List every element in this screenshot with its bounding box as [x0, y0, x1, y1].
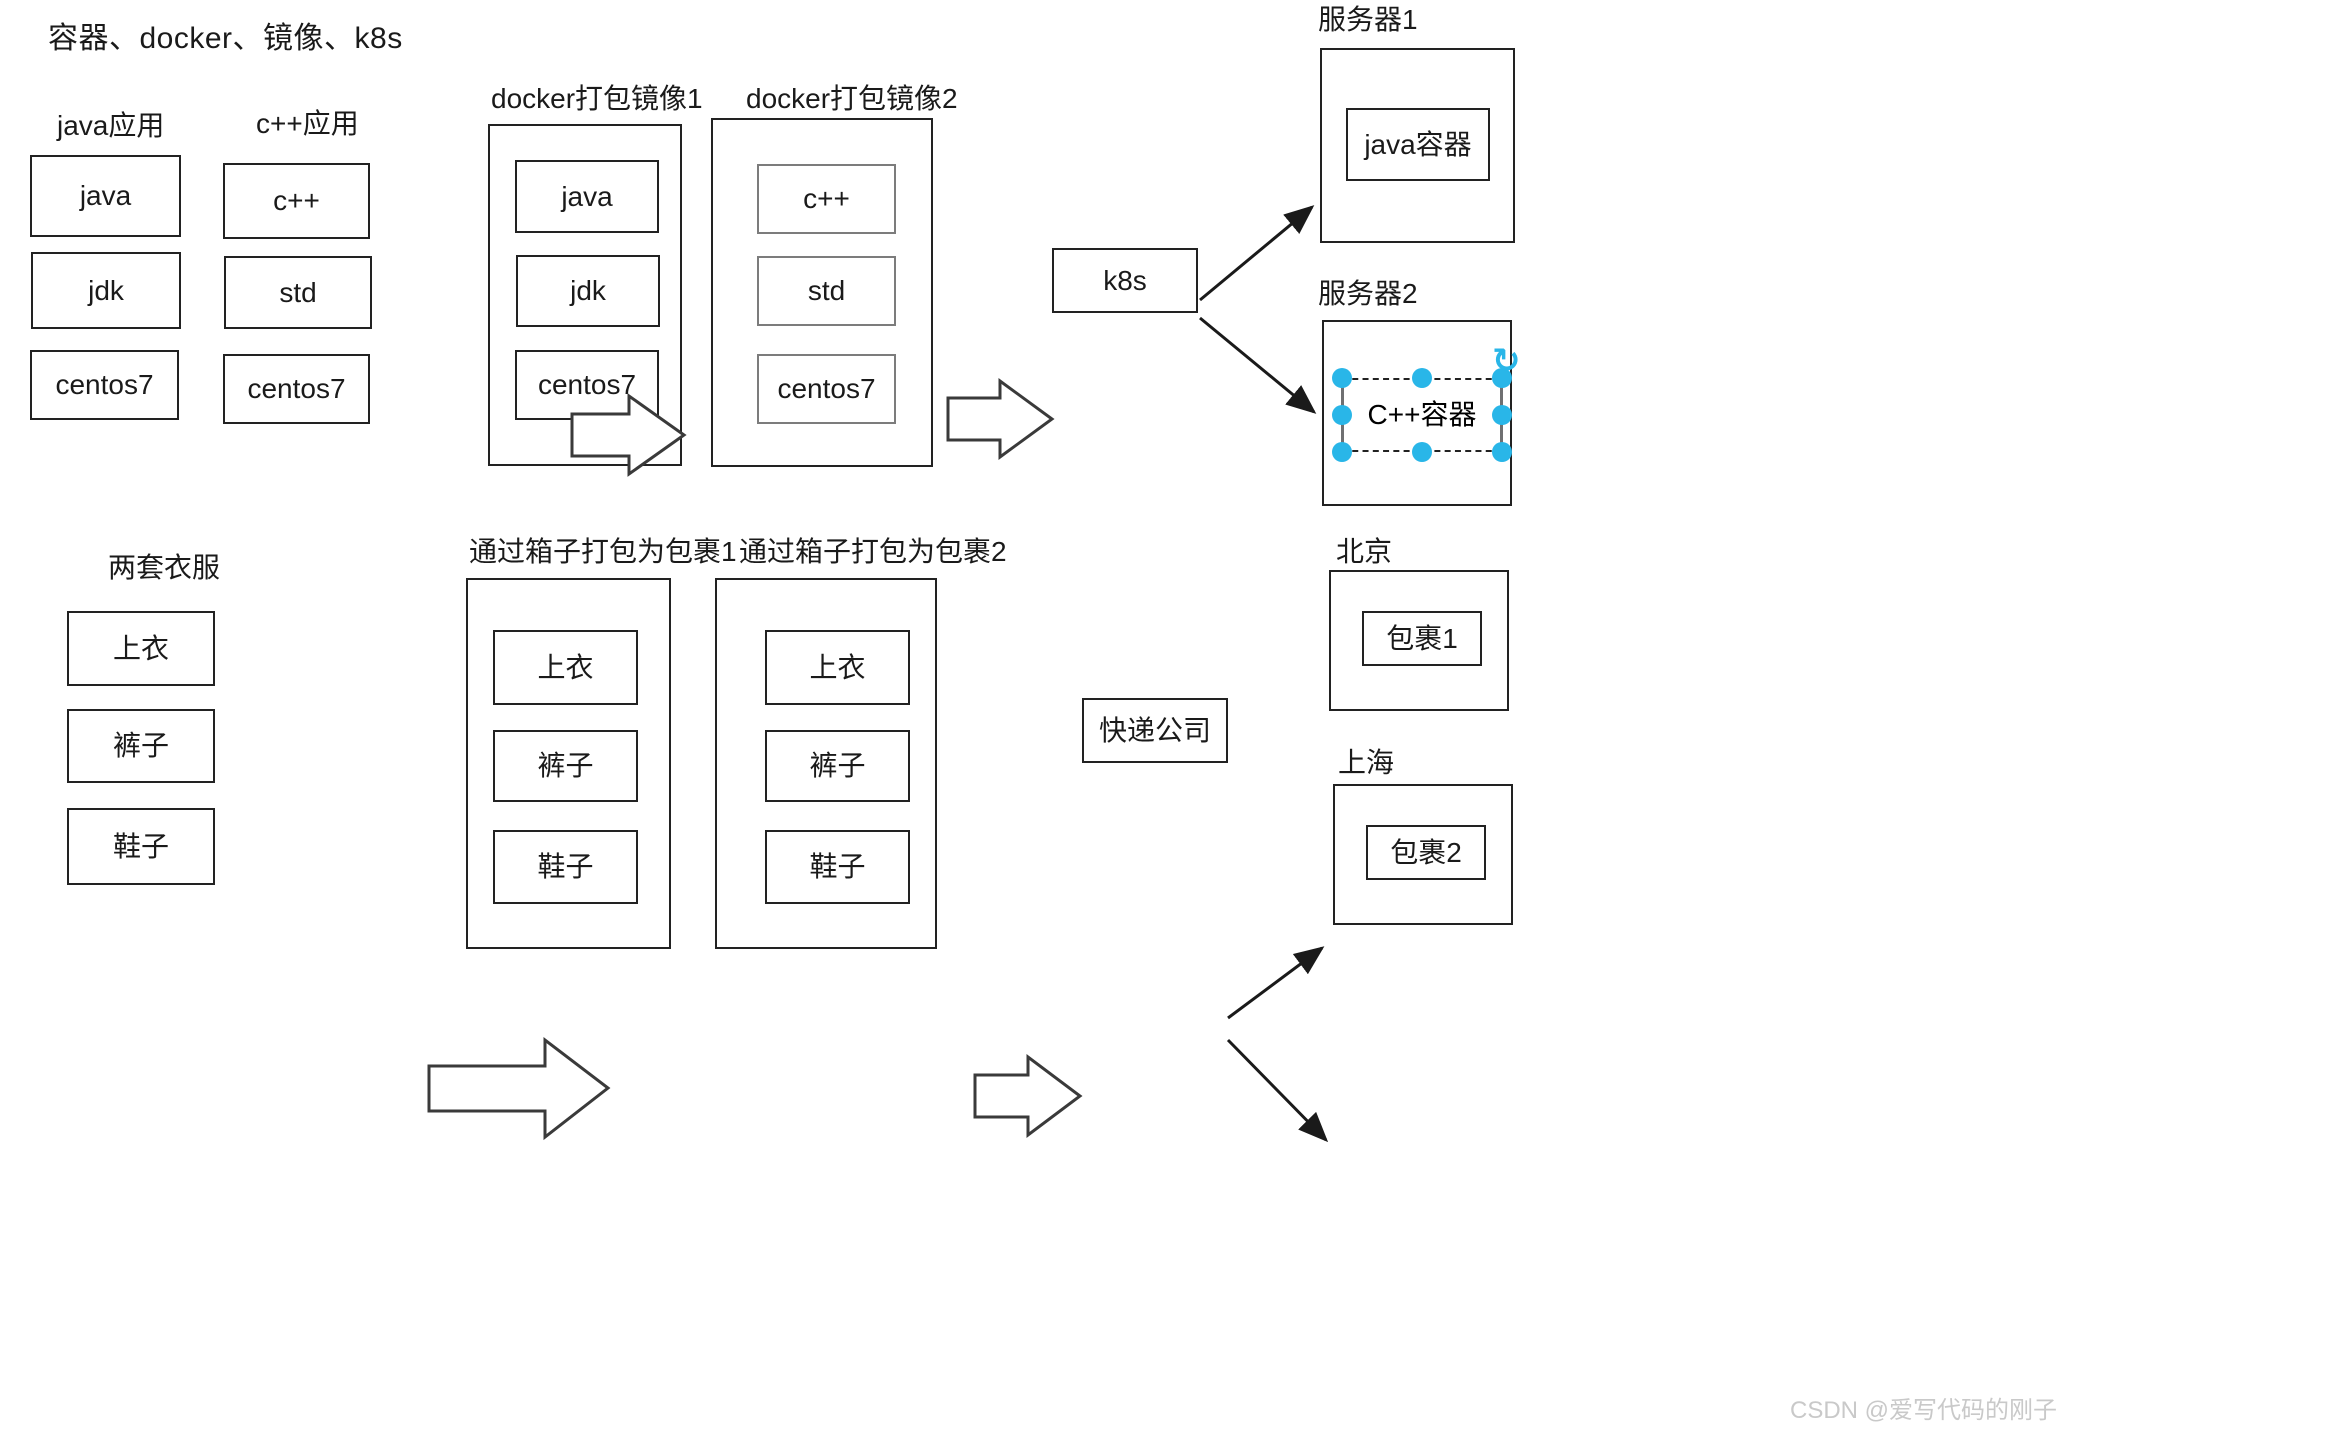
- shanghai-package-box[interactable]: 包裹2: [1366, 825, 1486, 880]
- box-label: 鞋子: [537, 851, 594, 882]
- package1-box-pants[interactable]: 裤子: [493, 730, 638, 802]
- box-label: jdk: [570, 275, 606, 306]
- clothes-box-shoes[interactable]: 鞋子: [67, 808, 215, 885]
- caption-server-2: 服务器2: [1318, 278, 1418, 309]
- box-label: C++容器: [1367, 399, 1477, 430]
- block-arrow-images-to-k8s: [946, 378, 1055, 460]
- connector-carrier-to-shanghai: [1226, 1038, 1329, 1143]
- block-arrow-packages-to-carrier: [973, 1054, 1083, 1138]
- java-app-box-centos7[interactable]: centos7: [30, 350, 179, 420]
- box-label: 上衣: [537, 651, 594, 683]
- box-label: std: [279, 276, 317, 308]
- box-label: c++: [273, 185, 320, 216]
- carrier-box[interactable]: 快递公司: [1082, 698, 1228, 763]
- clothes-box-pants[interactable]: 裤子: [67, 709, 215, 783]
- connector-carrier-to-beijing: [1227, 946, 1325, 1020]
- box-label: k8s: [1103, 264, 1147, 296]
- package2-box-shoes[interactable]: 鞋子: [765, 830, 910, 904]
- box-label: jdk: [88, 274, 124, 306]
- resize-handle-bottom-right[interactable]: [1492, 442, 1512, 462]
- box-label: 上衣: [809, 651, 866, 683]
- k8s-box[interactable]: k8s: [1052, 248, 1198, 313]
- resize-handle-top-center[interactable]: [1412, 368, 1432, 388]
- resize-handle-top-right[interactable]: [1492, 368, 1512, 388]
- image1-box-jdk[interactable]: jdk: [516, 255, 660, 327]
- block-arrow-clothes-to-package: [427, 1036, 611, 1141]
- box-label: java: [561, 180, 613, 212]
- box-label: 裤子: [112, 730, 169, 761]
- caption-docker-image-1: docker打包镜像1: [491, 83, 703, 114]
- box-label: centos7: [55, 369, 154, 400]
- image1-box-centos7[interactable]: centos7: [515, 350, 659, 420]
- box-label: 裤子: [537, 750, 594, 781]
- cpp-app-box-centos7[interactable]: centos7: [223, 354, 370, 424]
- connector-k8s-to-server1: [1199, 205, 1315, 302]
- caption-package-2: 通过箱子打包为包裹2: [739, 536, 1007, 567]
- box-label: 包裹1: [1386, 622, 1458, 654]
- box-label: centos7: [247, 373, 346, 404]
- box-label: 鞋子: [112, 830, 169, 862]
- resize-handle-middle-right[interactable]: [1492, 405, 1512, 425]
- java-app-box-java[interactable]: java: [30, 155, 181, 237]
- shanghai-box[interactable]: [1333, 784, 1513, 925]
- caption-cpp-app: c++应用: [256, 108, 359, 139]
- image1-box-java[interactable]: java: [515, 160, 659, 233]
- package-1-container[interactable]: [466, 578, 671, 949]
- image2-box-cpp[interactable]: c++: [757, 164, 896, 234]
- cpp-app-box-std[interactable]: std: [224, 256, 372, 329]
- package1-box-top[interactable]: 上衣: [493, 630, 638, 705]
- resize-handle-top-left[interactable]: [1332, 368, 1352, 388]
- box-label: java容器: [1364, 128, 1472, 160]
- box-label: java: [79, 180, 132, 211]
- caption-package-1: 通过箱子打包为包裹1: [469, 536, 737, 567]
- connector-k8s-to-server2: [1199, 316, 1317, 414]
- rotate-handle-icon[interactable]: ↻: [1492, 342, 1521, 380]
- caption-two-outfits: 两套衣服: [108, 552, 221, 583]
- box-label: 包裹2: [1390, 836, 1462, 868]
- box-label: 鞋子: [809, 851, 866, 882]
- package1-box-shoes[interactable]: 鞋子: [493, 830, 638, 904]
- box-label: centos7: [537, 369, 637, 400]
- watermark: CSDN @爱写代码的刚子: [1790, 1397, 2058, 1424]
- box-label: centos7: [777, 373, 876, 404]
- beijing-box[interactable]: [1329, 570, 1509, 711]
- resize-handle-middle-left[interactable]: [1332, 405, 1352, 425]
- docker-image-2-container[interactable]: [711, 118, 933, 467]
- caption-city-beijing: 北京: [1336, 536, 1393, 567]
- cpp-container-label-wrap: C++容器: [1342, 378, 1502, 452]
- resize-handle-bottom-center[interactable]: [1412, 442, 1432, 462]
- cpp-app-box-cpp[interactable]: c++: [223, 163, 370, 239]
- beijing-package-box[interactable]: 包裹1: [1362, 611, 1482, 666]
- box-label: 快递公司: [1098, 714, 1211, 746]
- caption-java-app: java应用: [57, 110, 165, 141]
- package-2-container[interactable]: [715, 578, 937, 949]
- caption-city-shanghai: 上海: [1338, 747, 1395, 778]
- box-label: c++: [803, 183, 850, 214]
- box-label: 上衣: [112, 632, 169, 664]
- caption-docker-image-2: docker打包镜像2: [746, 83, 958, 114]
- server-1-box[interactable]: [1320, 48, 1515, 243]
- image2-box-std[interactable]: std: [757, 256, 896, 326]
- diagram-title: 容器、docker、镜像、k8s: [48, 22, 403, 55]
- caption-server-1: 服务器1: [1318, 4, 1418, 35]
- server-1-java-container[interactable]: java容器: [1346, 108, 1490, 181]
- box-label: 裤子: [809, 750, 866, 781]
- box-label: std: [807, 275, 846, 306]
- package2-box-top[interactable]: 上衣: [765, 630, 910, 705]
- resize-handle-bottom-left[interactable]: [1332, 442, 1352, 462]
- image2-box-centos7[interactable]: centos7: [757, 354, 896, 424]
- clothes-box-top[interactable]: 上衣: [67, 611, 215, 686]
- package2-box-pants[interactable]: 裤子: [765, 730, 910, 802]
- java-app-box-jdk[interactable]: jdk: [31, 252, 181, 329]
